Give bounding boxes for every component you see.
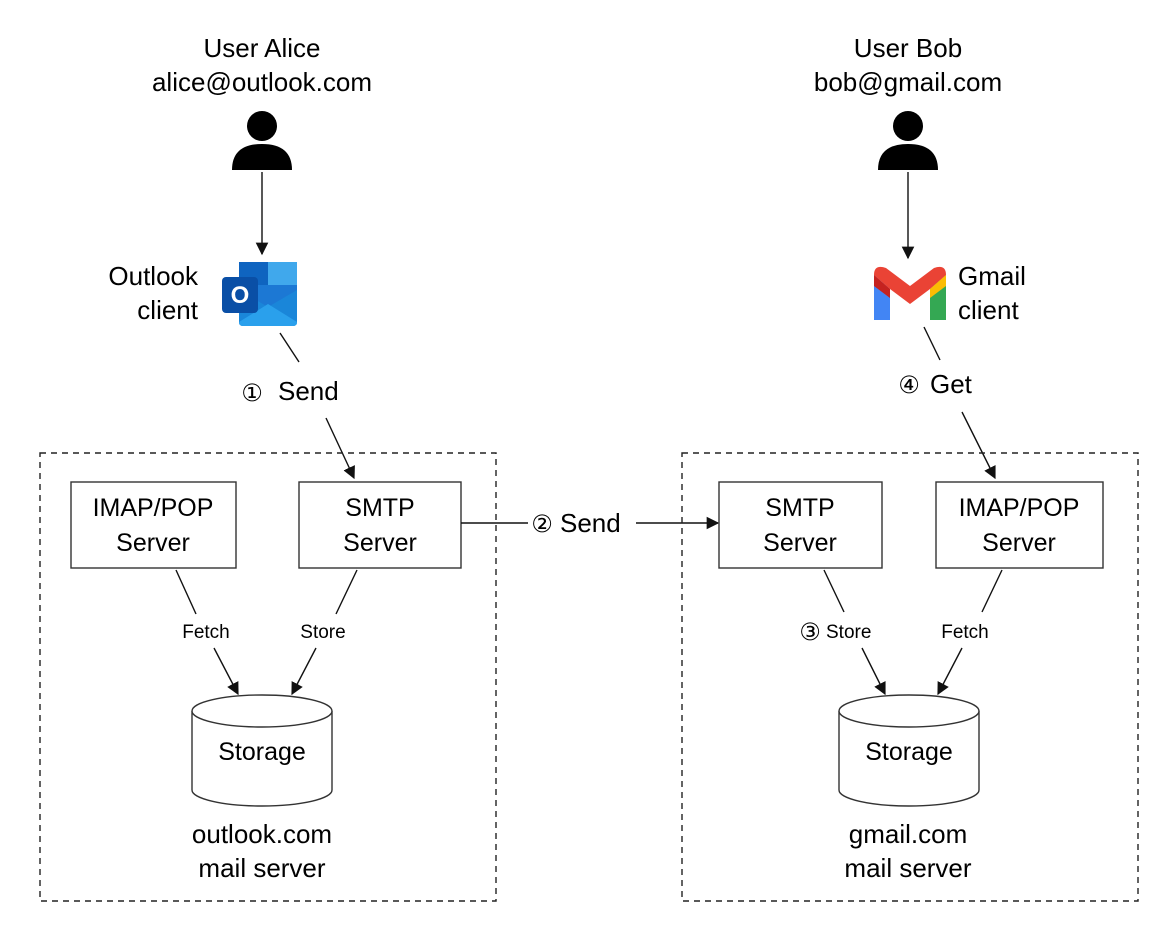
gmail-imap-server: IMAP/POP Server: [935, 481, 1104, 569]
gmail-imap-line2: Server: [982, 529, 1056, 557]
outlook-storage: Storage: [191, 694, 333, 807]
outlook-logo-letter: O: [231, 282, 250, 309]
user-bob: User Bob bob@gmail.com: [814, 33, 1002, 170]
line-outlook-client-step1: [279, 332, 300, 363]
user-alice: User Alice alice@outlook.com: [152, 33, 372, 170]
gmail-smtp-server: SMTP Server: [718, 481, 883, 569]
gmail-server-caption-line2: mail server: [844, 853, 971, 883]
step4-text: Get: [930, 369, 973, 399]
step4-number: ④: [898, 371, 920, 399]
outlook-store-label: Store: [300, 622, 345, 643]
step3-label: ③ Store: [799, 618, 871, 646]
step1-number: ①: [241, 379, 263, 407]
gmail-imap-line1: IMAP/POP: [959, 494, 1080, 522]
gmail-server-caption-line1: gmail.com: [849, 819, 967, 849]
gmail-client: Gmail client: [874, 261, 1026, 325]
line-gmail-fetch-upper: [981, 569, 1003, 613]
line-gmail-store-upper: [823, 569, 845, 613]
arrow-outlook-store: [291, 647, 317, 696]
step3-number: ③: [799, 618, 821, 646]
step1-label: ① Send: [241, 376, 338, 407]
step1-text: Send: [278, 376, 339, 406]
outlook-smtp-server: SMTP Server: [298, 481, 462, 569]
outlook-imap-line2: Server: [116, 529, 190, 557]
outlook-imap-server: IMAP/POP Server: [70, 481, 237, 569]
outlook-logo-icon: O: [222, 262, 297, 326]
gmail-smtp-line2: Server: [763, 529, 837, 557]
arrow-gmail-fetch: [937, 647, 963, 696]
outlook-client-label-line2: client: [137, 295, 198, 325]
arrow-step1-to-smtp: [325, 417, 355, 480]
step2-number: ②: [531, 510, 553, 538]
user-icon: [878, 111, 938, 170]
user-alice-email: alice@outlook.com: [152, 67, 372, 97]
step2-text: Send: [560, 508, 621, 538]
gmail-smtp-line1: SMTP: [765, 494, 834, 522]
user-icon: [232, 111, 292, 170]
outlook-client-label-line1: Outlook: [108, 261, 199, 291]
gmail-logo-icon: [874, 266, 946, 320]
arrow-outlook-fetch: [213, 647, 239, 696]
gmail-client-label-line2: client: [958, 295, 1019, 325]
gmail-storage: Storage: [838, 694, 980, 807]
outlook-client: Outlook client O: [108, 261, 297, 326]
step2-label: ② Send: [531, 508, 620, 538]
arrow-gmail-store: [861, 647, 886, 696]
gmail-client-label-line1: Gmail: [958, 261, 1026, 291]
user-alice-name: User Alice: [203, 33, 320, 63]
line-outlook-store-upper: [335, 569, 358, 615]
user-bob-email: bob@gmail.com: [814, 67, 1002, 97]
step4-label: ④ Get: [898, 369, 972, 399]
outlook-smtp-line1: SMTP: [345, 494, 414, 522]
outlook-server-caption-line2: mail server: [198, 853, 325, 883]
outlook-imap-line1: IMAP/POP: [93, 494, 214, 522]
line-outlook-fetch-upper: [175, 569, 197, 615]
gmail-fetch-label: Fetch: [941, 622, 989, 643]
outlook-smtp-line2: Server: [343, 529, 417, 557]
outlook-mail-server-zone: [39, 452, 497, 902]
outlook-fetch-label: Fetch: [182, 622, 230, 643]
gmail-mail-server-zone: [681, 452, 1139, 902]
user-bob-name: User Bob: [854, 33, 962, 63]
outlook-storage-label: Storage: [218, 738, 306, 766]
gmail-storage-label: Storage: [865, 738, 953, 766]
outlook-server-caption-line1: outlook.com: [192, 819, 332, 849]
step3-text: Store: [826, 622, 871, 643]
line-gmail-client-step4: [923, 326, 941, 361]
arrow-step4-to-imap: [961, 411, 996, 480]
